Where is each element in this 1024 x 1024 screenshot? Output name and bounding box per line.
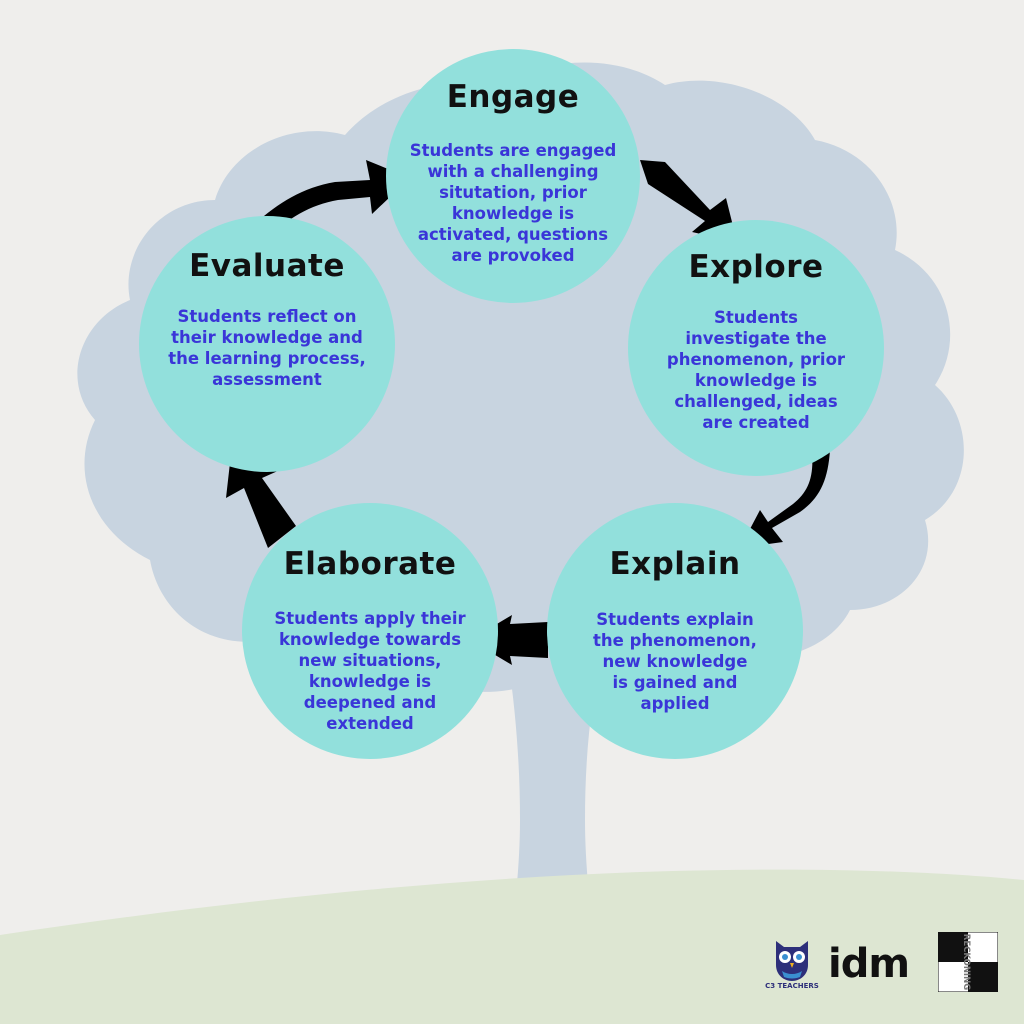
evaluate-circle: Evaluate Students reflect on their knowl…: [139, 216, 395, 472]
reckoning-label: RECKONING: [961, 934, 971, 990]
engage-description: Students are engaged with a challenging …: [409, 141, 617, 265]
engage-circle: Engage Students are engaged with a chall…: [386, 49, 640, 303]
grass-hill: [0, 869, 1024, 1024]
elaborate-description: Students apply their knowledge towards n…: [274, 609, 466, 733]
c3-teachers-logo: C3 TEACHERS: [764, 935, 820, 995]
evaluate-description: Students reflect on their knowledge and …: [168, 307, 366, 389]
explain-circle: Explain Students explain the phenomenon,…: [547, 503, 803, 759]
explain-title: Explain: [609, 546, 741, 582]
engage-title: Engage: [446, 79, 580, 115]
owl-icon: [776, 941, 808, 981]
c3-teachers-label: C3 TEACHERS: [765, 982, 819, 990]
elaborate-title: Elaborate: [283, 546, 457, 582]
explore-circle: Explore Students investigate the phenome…: [628, 220, 884, 476]
idm-logo: idm: [828, 941, 910, 987]
explore-description: Students investigate the phenomenon, pri…: [666, 308, 846, 432]
explain-description: Students explain the phenomenon, new kno…: [593, 610, 757, 713]
elaborate-circle: Elaborate Students apply their knowledge…: [242, 503, 498, 759]
explore-title: Explore: [688, 249, 824, 285]
evaluate-title: Evaluate: [189, 248, 345, 284]
reckoning-logo: RECKONING: [938, 932, 998, 992]
